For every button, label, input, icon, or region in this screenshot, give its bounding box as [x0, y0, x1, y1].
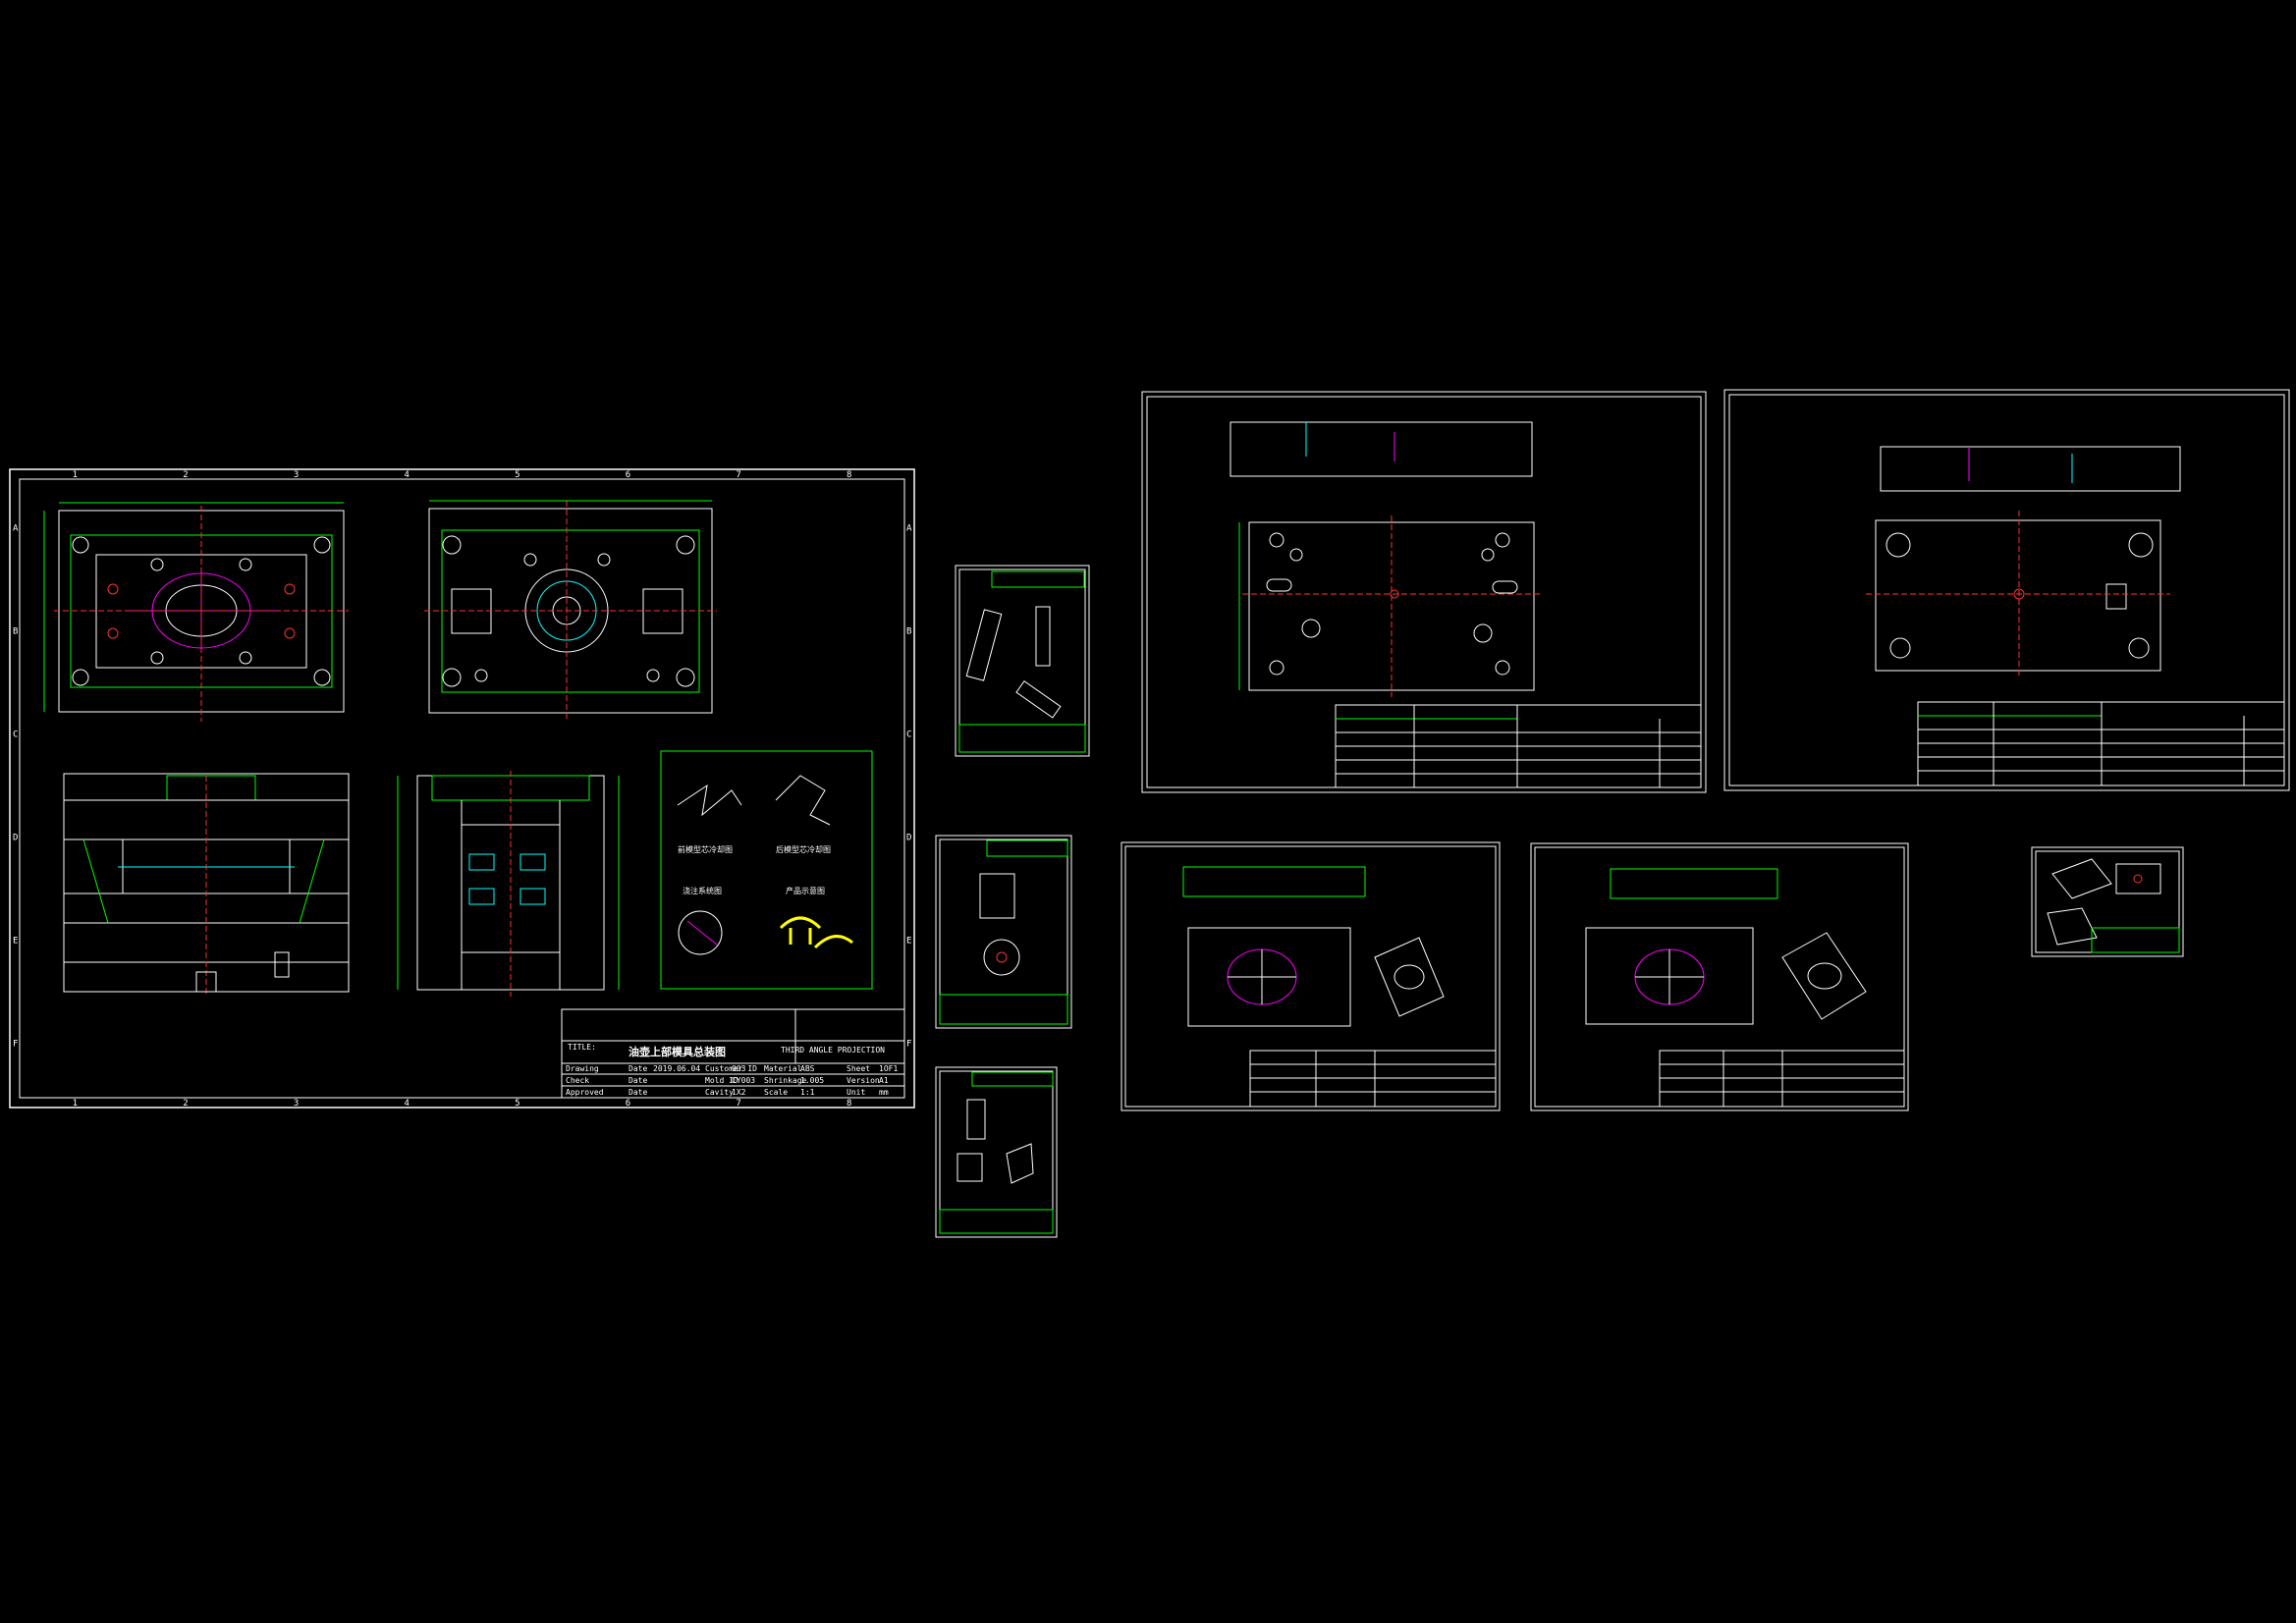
title-block-value: CY003: [732, 1076, 755, 1085]
title-block-label: Version: [847, 1076, 880, 1085]
part-sheet-1: [955, 565, 1090, 757]
title-block-label: Mold ID: [705, 1076, 738, 1085]
side-section-view: [397, 771, 620, 997]
detail-panel-labels: 前模型芯冷却图 后模型芯冷却图 浇注系统图 产品示意图: [678, 844, 831, 895]
title-block-label: Date: [629, 1088, 647, 1097]
column-marker: 5: [515, 1099, 519, 1109]
title-block-label: Sheet: [847, 1064, 870, 1073]
column-marker: 6: [626, 470, 630, 480]
column-marker: 7: [736, 470, 740, 480]
title-block-value: A1: [879, 1076, 889, 1085]
title-block-value: 1OF1: [879, 1064, 898, 1073]
title-block-value: ABS: [800, 1064, 815, 1073]
title-block-value: 2019.06.04: [653, 1064, 700, 1073]
row-marker: E: [13, 937, 18, 947]
plate-sheet-b: [1723, 389, 2290, 791]
column-marker: 4: [404, 1099, 409, 1109]
detail-panel: [660, 750, 873, 990]
title-label: TITLE:: [568, 1043, 596, 1052]
row-marker: B: [13, 627, 18, 637]
svg-text:后模型芯冷却图: 后模型芯冷却图: [776, 844, 831, 854]
title-block-label: Check: [566, 1076, 589, 1085]
title-block-label: Cavity: [705, 1088, 734, 1097]
title-block-label: Scale: [764, 1088, 788, 1097]
title-block-label: Date: [629, 1076, 647, 1085]
row-marker: A: [13, 524, 19, 534]
front-section-view: [63, 773, 350, 997]
column-marker: 2: [183, 470, 188, 480]
plate-sheet-a: [1141, 391, 1707, 793]
row-marker: E: [906, 937, 911, 947]
column-marker: 7: [736, 1099, 740, 1109]
row-marker: C: [13, 730, 18, 740]
svg-text:浇注系统图: 浇注系统图: [683, 886, 722, 895]
column-marker: 8: [847, 470, 851, 480]
row-marker: A: [906, 524, 912, 534]
title-block-label: Date: [629, 1064, 647, 1073]
svg-text:产品示意图: 产品示意图: [786, 886, 825, 895]
title-block-value: 1:1: [800, 1088, 815, 1097]
part-sheet-2: [935, 835, 1072, 1029]
row-marker: B: [906, 627, 911, 637]
core-sheet-c: [1121, 841, 1501, 1111]
title-block-value: 003: [732, 1064, 746, 1073]
title-block-label: Customer ID: [705, 1064, 757, 1073]
column-marker: 2: [183, 1099, 188, 1109]
column-marker: 4: [404, 470, 409, 480]
cavity-plan-view: [424, 500, 717, 722]
title-block-value: 1.005: [800, 1076, 824, 1085]
cavity-sheet-d: [1530, 842, 1909, 1111]
column-marker: 1: [73, 470, 78, 480]
row-marker: D: [906, 834, 911, 843]
svg-text:前模型芯冷却图: 前模型芯冷却图: [678, 844, 733, 854]
column-marker: 5: [515, 470, 519, 480]
row-marker: F: [906, 1040, 911, 1050]
part-sheet-3: [935, 1066, 1058, 1238]
column-marker: 1: [73, 1099, 78, 1109]
column-marker: 3: [294, 1099, 299, 1109]
main-assembly-sheet: 1 1 2 2 3 3 4 4 5 5 6 6 7 7 8 8 A A B B C C D D E E F F: [9, 468, 915, 1109]
column-markers: 1 1 2 2 3 3 4 4 5 5 6 6 7 7 8 8: [73, 470, 852, 1109]
slider-sheet-e: [2031, 846, 2184, 957]
row-marker: D: [13, 834, 18, 843]
projection-label: THIRD ANGLE PROJECTION: [781, 1046, 885, 1055]
column-marker: 3: [294, 470, 299, 480]
title-block-label: Material: [764, 1064, 802, 1073]
column-marker: 8: [847, 1099, 851, 1109]
title-block-label: Drawing: [566, 1064, 599, 1073]
title-block-label: Unit: [847, 1088, 865, 1097]
column-marker: 6: [626, 1099, 630, 1109]
main-title-block: [561, 1008, 905, 1099]
row-markers: A A B B C C D D E E F F: [13, 524, 912, 1050]
title-block-value: 1X2: [732, 1088, 746, 1097]
core-plan-view: [43, 502, 349, 722]
title-block-label: Shrinkage: [764, 1076, 807, 1085]
row-marker: C: [906, 730, 911, 740]
title-block-value: mm: [879, 1088, 889, 1097]
row-marker: F: [13, 1040, 18, 1050]
title-block-label: Approved: [566, 1088, 604, 1097]
drawing-title: 油壶上部模具总装图: [629, 1045, 726, 1058]
